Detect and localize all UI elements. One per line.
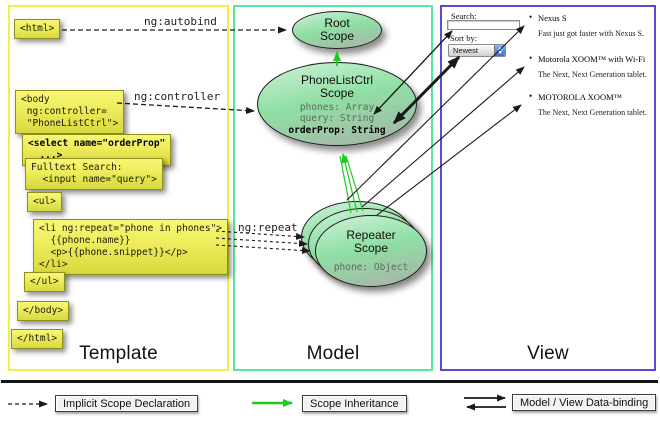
list-item: Motorola XOOM™ with Wi-Fi The Next, Next… [527,53,653,79]
code-body-close-tag: </body> [17,301,70,321]
code-li-repeat-tag: <li ng:repeat="phone in phones"> {{phone… [33,219,229,275]
code-html-close-tag: </html> [11,329,64,349]
list-item: MOTOROLA XOOM™ The Next, Next Generation… [527,91,653,117]
legend-divider [1,380,658,383]
repeater-scope-title: Repeater Scope [346,228,396,256]
phone-desc: The Next, Next Generation tablet. [538,108,647,117]
phonelistctrl-scope-ellipse: PhoneListCtrl Scope phones: Array query:… [257,62,417,146]
repeater-scope-ellipse: Repeater Scope phone: Object [315,215,427,287]
phone-title: Motorola XOOM™ with Wi-Fi [527,53,653,64]
sort-dropdown-value: Newest [453,46,479,55]
template-panel-label: Template [79,343,158,364]
phone-title: Nexus S [527,12,653,23]
repeater-scope-prop: phone: Object [333,261,409,273]
dropdown-stepper-icon [494,45,505,56]
phone-desc: The Next, Next Generation tablet. [538,70,647,79]
legend-scope-inheritance: Scope Inheritance [302,395,407,412]
root-scope-title: Root Scope [319,16,355,44]
search-label: Search: [451,11,477,21]
code-html-open-tag: <html> [14,19,61,39]
view-panel-label: View [527,343,569,364]
legend-implicit-scope-declaration: Implicit Scope Declaration [55,395,199,412]
code-body-open-tag: <body ng:controller= "PhoneListCtrl"> [15,90,125,134]
model-panel-label: Model [306,343,360,364]
list-item: Nexus S Fast just got faster with Nexus … [527,12,653,38]
sort-dropdown[interactable]: Newest [448,44,506,57]
model-panel: Model [233,5,433,371]
ng-repeat-label: ng:repeat [238,221,298,234]
code-ul-close-tag: </ul> [24,272,65,292]
sort-by-label: Sort by: [450,33,478,43]
phone-desc: Fast just got faster with Nexus S. [538,29,644,38]
phonelistctrl-scope-orderprop: orderProp: String [288,124,386,136]
ng-autobind-label: ng:autobind [144,15,217,28]
phone-title: MOTOROLA XOOM™ [527,91,653,102]
legend-model-view-data-binding: Model / View Data-binding [512,394,657,411]
search-input[interactable] [447,20,520,30]
root-scope-ellipse: Root Scope [292,11,382,49]
phonelistctrl-scope-title: PhoneListCtrl Scope [300,73,374,101]
code-fulltext-search: Fulltext Search: <input name="query"> [25,158,163,190]
phonelistctrl-scope-props: phones: Array query: String [299,101,375,125]
code-ul-open-tag: <ul> [27,192,62,212]
ng-controller-label: ng:controller [134,90,221,103]
